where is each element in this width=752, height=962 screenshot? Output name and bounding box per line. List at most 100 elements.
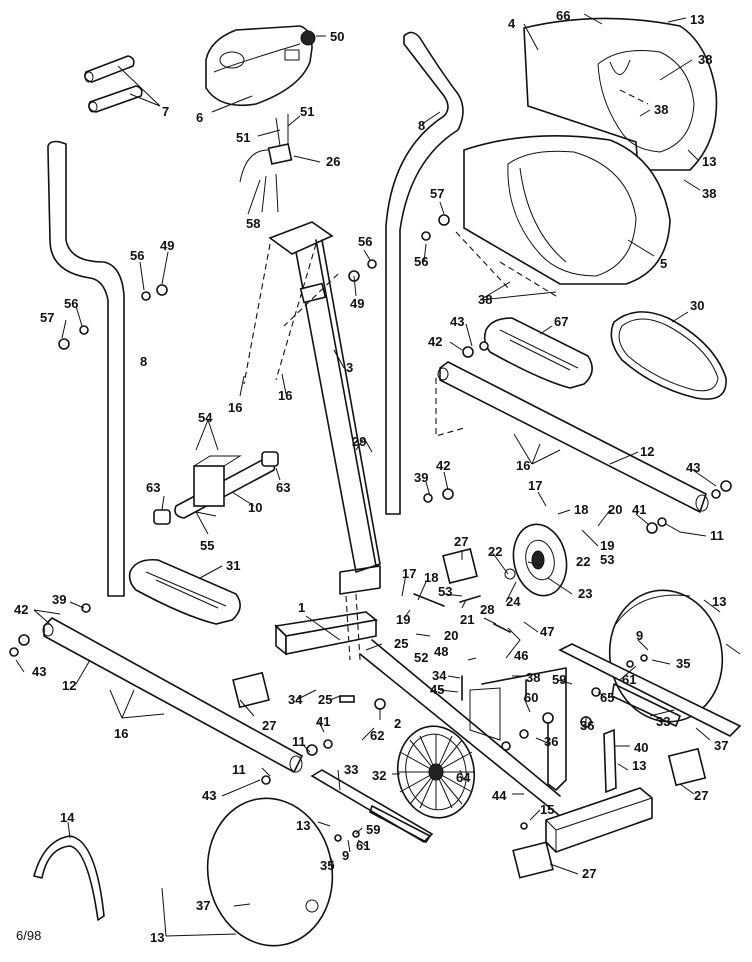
callout-19: 19 [600, 538, 614, 553]
callout-56: 56 [130, 248, 144, 263]
part-23-pulley [504, 523, 568, 597]
callout-51: 51 [300, 104, 314, 119]
callout-45: 45 [430, 682, 444, 697]
callout-8: 8 [140, 354, 147, 369]
part-27-endcap-left [232, 671, 270, 709]
callout-11: 11 [710, 528, 724, 543]
callout-31: 31 [226, 558, 240, 573]
callout-12: 12 [640, 444, 654, 459]
callout-52: 52 [414, 650, 428, 665]
callout-2: 2 [394, 716, 401, 731]
callout-54: 54 [198, 410, 213, 425]
part-8-right-handlebar [385, 31, 464, 515]
callout-50: 50 [330, 29, 344, 44]
callout-62: 62 [370, 728, 384, 743]
callout-15: 15 [540, 802, 554, 817]
callout-13: 13 [296, 818, 310, 833]
callout-17: 17 [402, 566, 416, 581]
callout-35: 35 [320, 858, 334, 873]
callout-61: 61 [356, 838, 370, 853]
callout-30: 30 [690, 298, 704, 313]
callout-36: 36 [544, 734, 558, 749]
callout-22: 22 [576, 554, 590, 569]
callout-24: 24 [506, 594, 521, 609]
part-12-right-pedal-arm [435, 361, 709, 513]
callout-61: 61 [622, 672, 636, 687]
callout-8: 8 [418, 118, 425, 133]
callout-27: 27 [694, 788, 708, 803]
callout-11: 11 [292, 734, 306, 749]
callout-51: 51 [236, 130, 250, 145]
callout-38: 38 [702, 186, 716, 201]
callout-53: 53 [438, 584, 452, 599]
callout-21: 21 [460, 612, 474, 627]
callout-34: 34 [288, 692, 303, 707]
callout-4: 4 [508, 16, 516, 31]
callout-13: 13 [702, 154, 716, 169]
part-7-grips [84, 55, 143, 113]
callout-35: 35 [676, 656, 690, 671]
part-32-flywheel [396, 725, 476, 819]
callout-20: 20 [608, 502, 622, 517]
callout-66: 66 [556, 8, 570, 23]
callout-9: 9 [636, 628, 643, 643]
callout-49: 49 [160, 238, 174, 253]
callout-18: 18 [574, 502, 588, 517]
callout-23: 23 [578, 586, 592, 601]
callout-43: 43 [686, 460, 700, 475]
callout-20: 20 [444, 628, 458, 643]
part-14-strap [33, 835, 105, 921]
callout-36: 36 [580, 718, 594, 733]
leader-lines [15, 13, 741, 937]
callout-16: 16 [516, 458, 530, 473]
part-40-bracket [603, 728, 617, 794]
callout-42: 42 [436, 458, 450, 473]
callout-33: 33 [656, 714, 670, 729]
callout-26: 26 [326, 154, 340, 169]
callout-13: 13 [712, 594, 726, 609]
part-37-left-disc [206, 797, 334, 947]
callout-59: 59 [366, 822, 380, 837]
callout-32: 32 [372, 768, 386, 783]
part-33-right-bracket [558, 643, 742, 737]
callout-59: 59 [552, 672, 566, 687]
callout-6: 6 [196, 110, 203, 125]
callout-57: 57 [40, 310, 54, 325]
callout-63: 63 [276, 480, 290, 495]
callout-22: 22 [488, 544, 502, 559]
callout-38: 38 [478, 292, 492, 307]
parts-drawing [9, 17, 742, 947]
callout-44: 44 [492, 788, 507, 803]
part-12-left-pedal-arm [42, 617, 303, 773]
callout-53: 53 [600, 552, 614, 567]
callout-64: 64 [456, 770, 471, 785]
callout-43: 43 [32, 664, 46, 679]
part-10-pivot-axle [153, 451, 279, 525]
hardware-fasteners [9, 214, 732, 842]
callout-9: 9 [342, 848, 349, 863]
callout-39: 39 [52, 592, 66, 607]
callout-5: 5 [660, 256, 667, 271]
callout-28: 28 [480, 602, 494, 617]
part-8-left-handlebar [47, 140, 125, 597]
callout-27: 27 [454, 534, 468, 549]
callout-16: 16 [228, 400, 242, 415]
callout-29: 29 [352, 434, 366, 449]
part-5-right-shroud [455, 134, 671, 297]
callout-56: 56 [414, 254, 428, 269]
part-30-drive-belt [610, 311, 727, 400]
callout-labels: 13 66 4 50 38 38 13 38 7 6 51 51 26 8 58… [14, 8, 728, 945]
callout-46: 46 [514, 648, 528, 663]
callout-56: 56 [358, 234, 372, 249]
callout-10: 10 [248, 500, 262, 515]
part-27-endcap-upper [442, 548, 478, 584]
callout-43: 43 [450, 314, 464, 329]
callout-11: 11 [232, 762, 246, 777]
part-1-frame [274, 565, 653, 853]
callout-16: 16 [114, 726, 128, 741]
callout-40: 40 [634, 740, 648, 755]
callout-39: 39 [414, 470, 428, 485]
callout-58: 58 [246, 216, 260, 231]
callout-38: 38 [698, 52, 712, 67]
part-33-left-bracket [310, 769, 434, 844]
